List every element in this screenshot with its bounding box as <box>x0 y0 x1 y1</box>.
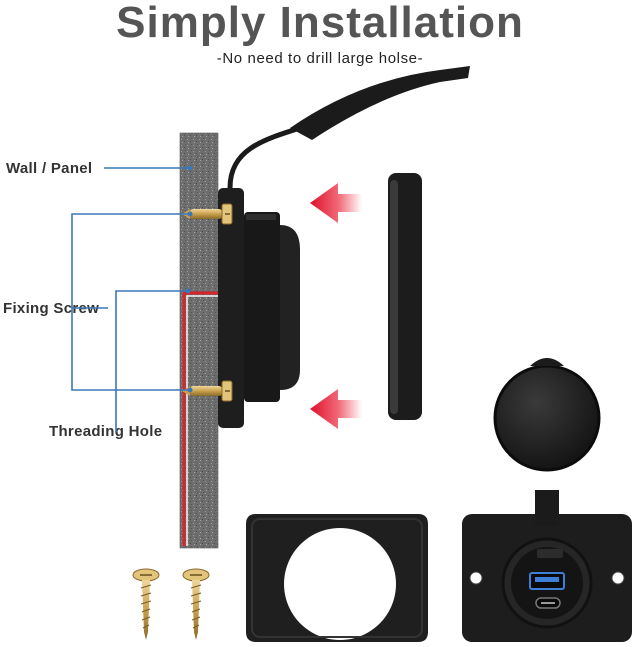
fixing-screw-bottom <box>182 380 233 402</box>
install-arrow-icon <box>310 183 362 223</box>
label-threading-hole: Threading Hole <box>49 423 163 440</box>
label-wall-panel: Wall / Panel <box>6 160 93 177</box>
loose-screw-left <box>132 568 160 640</box>
wall-panel <box>179 132 219 549</box>
page-title: Simply Installation <box>116 0 524 47</box>
socket-side-view <box>218 66 470 428</box>
mounting-plate-front <box>246 514 428 642</box>
loose-screw-right <box>182 568 210 640</box>
usb-c-port-icon <box>535 597 561 609</box>
leader-lines <box>71 167 190 432</box>
label-fixing-screw: Fixing Screw <box>3 300 100 317</box>
install-arrow-icon <box>310 389 362 429</box>
leader-dots <box>185 165 193 393</box>
usb-a-port-icon <box>529 572 565 590</box>
page-subtitle: -No need to drill large holse- <box>216 50 424 67</box>
mounting-plate-side <box>388 173 422 420</box>
